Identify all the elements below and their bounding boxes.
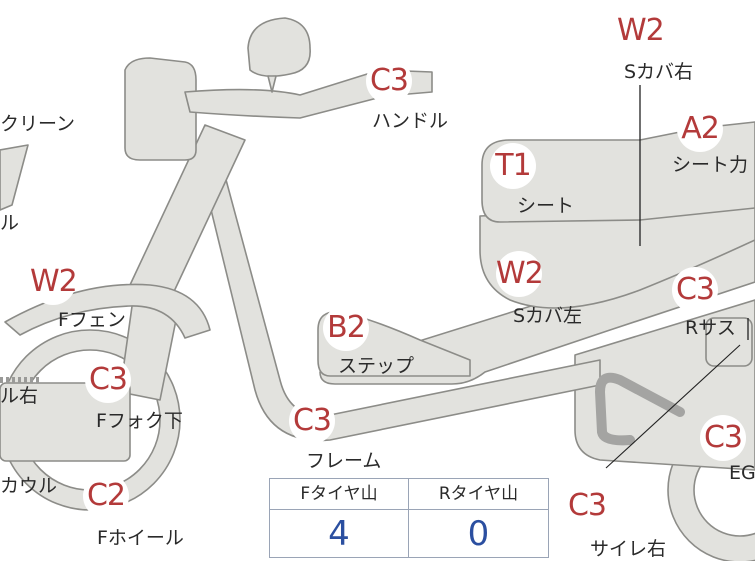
label-f-wheel: Fホイール xyxy=(97,527,184,549)
frame-tube xyxy=(204,175,601,442)
grade-seat: T1 xyxy=(490,143,536,189)
grade-step: B2 xyxy=(323,305,369,351)
tire-tread-table: Fタイヤ山 4 Rタイヤ山 0 xyxy=(269,478,549,558)
label-scover-left: Sカバ左 xyxy=(513,305,583,327)
label-seat-cover: シート力 xyxy=(672,154,749,176)
mirror xyxy=(247,17,311,78)
label-seat: シート xyxy=(517,195,575,217)
leader-muffler xyxy=(605,344,741,469)
rear-tire-header: Rタイヤ山 xyxy=(409,479,548,510)
grade-eg: C3 xyxy=(700,415,746,461)
body-panel xyxy=(479,204,755,309)
exhaust-tube xyxy=(594,372,685,446)
grade-scover-left: W2 xyxy=(496,251,544,297)
label-panel-left: ル xyxy=(0,212,20,234)
mirror-stem xyxy=(267,75,277,93)
front-tire-header: Fタイヤ山 xyxy=(270,479,408,510)
label-frame: フレーム xyxy=(306,450,382,472)
label-screen: クリーン xyxy=(0,113,76,135)
headlight xyxy=(124,57,197,161)
rear-tire-value: 0 xyxy=(467,514,490,554)
front-cowl xyxy=(0,382,131,462)
grade-seat-cover: A2 xyxy=(677,106,723,152)
grade-f-fender: W2 xyxy=(30,259,78,305)
grade-f-wheel: C2 xyxy=(83,473,129,519)
label-eg: EG xyxy=(729,462,755,484)
grade-frame: C3 xyxy=(289,398,335,444)
rear-tire-column: Rタイヤ山 0 xyxy=(409,479,548,557)
label-side-right: ル右 xyxy=(0,385,39,407)
label-r-sus: Rサス xyxy=(685,317,736,339)
label-cowl: カウル xyxy=(0,475,58,497)
grade-muffler-right: C3 xyxy=(564,483,610,529)
label-f-fork-lower: Fフォク下 xyxy=(96,410,183,432)
left-panel xyxy=(0,144,29,211)
grade-r-sus: C3 xyxy=(672,267,718,313)
front-tire-column: Fタイヤ山 4 xyxy=(270,479,409,557)
front-fender xyxy=(4,283,211,339)
label-scover-right: Sカバ右 xyxy=(624,61,694,83)
grade-handle: C3 xyxy=(366,58,412,104)
grade-f-fork-lower: C3 xyxy=(85,357,131,403)
label-step: ステップ xyxy=(338,355,415,377)
rear-shock xyxy=(705,317,753,367)
label-muffler-right: サイレ右 xyxy=(590,538,667,560)
grade-scover-right: W2 xyxy=(617,8,665,54)
front-tire-value: 4 xyxy=(328,514,350,554)
label-f-fender: Fフェン xyxy=(58,309,126,331)
label-handle: ハンドル xyxy=(372,110,449,132)
